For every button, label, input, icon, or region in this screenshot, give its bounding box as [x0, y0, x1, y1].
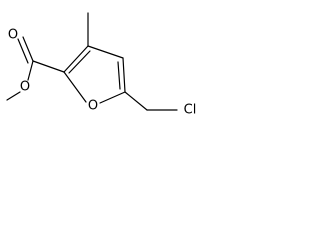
bond-o1-c2: [63, 71, 87, 103]
bond-c5-ch2: [124, 91, 148, 111]
bond-c4-c5-double: [117, 61, 121, 90]
bond-carbonyl-co-1: [22, 36, 34, 62]
bond-carbonyl-co-2: [17, 38, 29, 64]
bond-ester-oxygen-to-methyl: [6, 91, 21, 101]
ring-oxygen-label: O: [88, 99, 98, 114]
bond-c3-c4: [87, 45, 124, 59]
ester-oxygen-label: O: [20, 80, 30, 95]
bond-carbonyl-to-ester-oxygen: [27, 60, 34, 81]
bond-c5-o1: [99, 91, 126, 104]
bond-c2-carbonyl-carbon: [32, 60, 65, 73]
chlorine-label: Cl: [184, 103, 197, 118]
bond-c2-c3-double: [68, 50, 91, 74]
bond-c4-c5: [122, 57, 126, 93]
bond-c2-c3: [63, 45, 89, 73]
carbonyl-oxygen-label: O: [8, 28, 18, 43]
chemical-structure-diagram: O O O Cl: [6, 12, 197, 118]
